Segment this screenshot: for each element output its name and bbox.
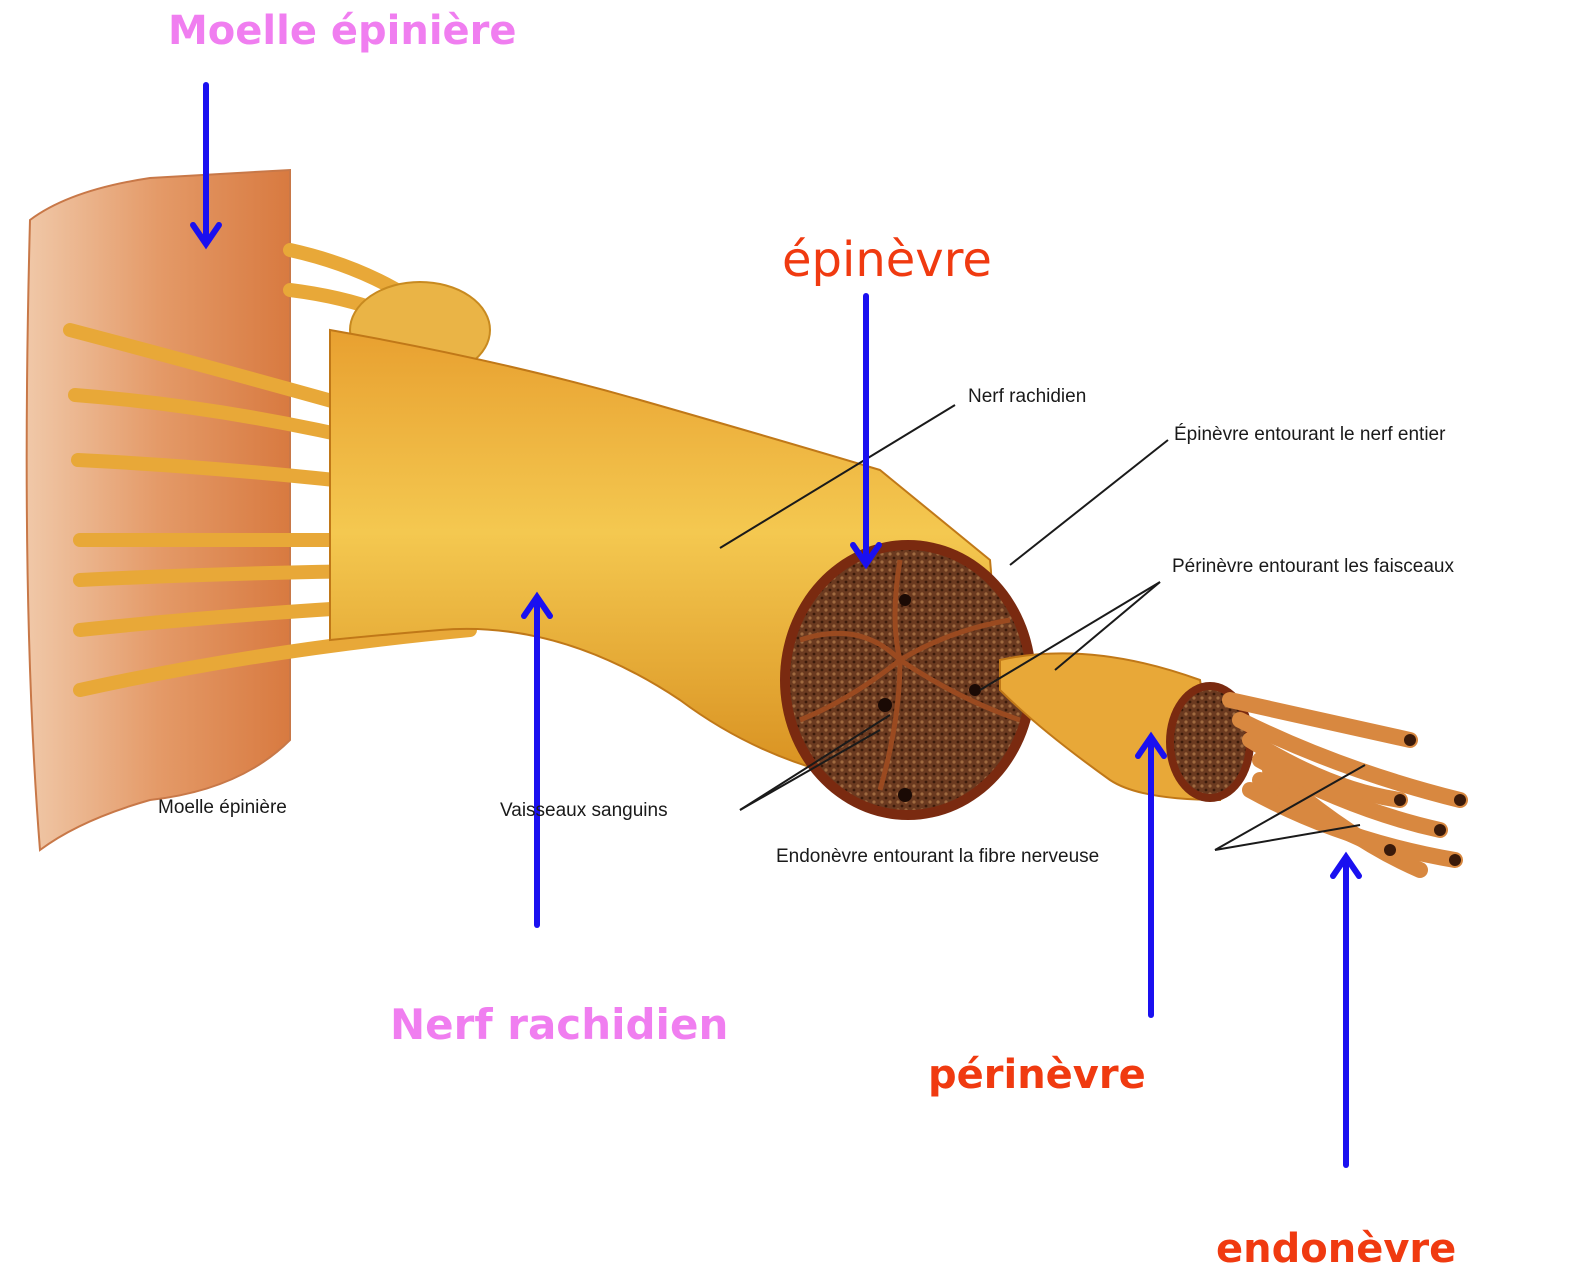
figure-label-vaisseaux: Vaisseaux sanguins — [500, 800, 668, 822]
label-perinevre: périnèvre — [928, 1052, 1146, 1098]
nerve-fibres — [1230, 700, 1460, 870]
figure-label-endonevre: Endonèvre entourant la fibre nerveuse — [776, 846, 1099, 868]
figure-label-moelle-epiniere: Moelle épinière — [158, 797, 287, 819]
figure-label-epinevre: Épinèvre entourant le nerf entier — [1174, 424, 1445, 446]
spinal-cord — [27, 170, 290, 850]
figure-label-perinevre: Périnèvre entourant les faisceaux — [1172, 556, 1454, 578]
figure-label-nerf-rachidien: Nerf rachidien — [968, 386, 1086, 408]
label-endonevre: endonèvre — [1216, 1226, 1456, 1272]
label-nerf-rachidien: Nerf rachidien — [390, 1000, 728, 1049]
label-epinevre: épinèvre — [782, 232, 992, 288]
label-moelle-epiniere: Moelle épinière — [168, 8, 517, 54]
